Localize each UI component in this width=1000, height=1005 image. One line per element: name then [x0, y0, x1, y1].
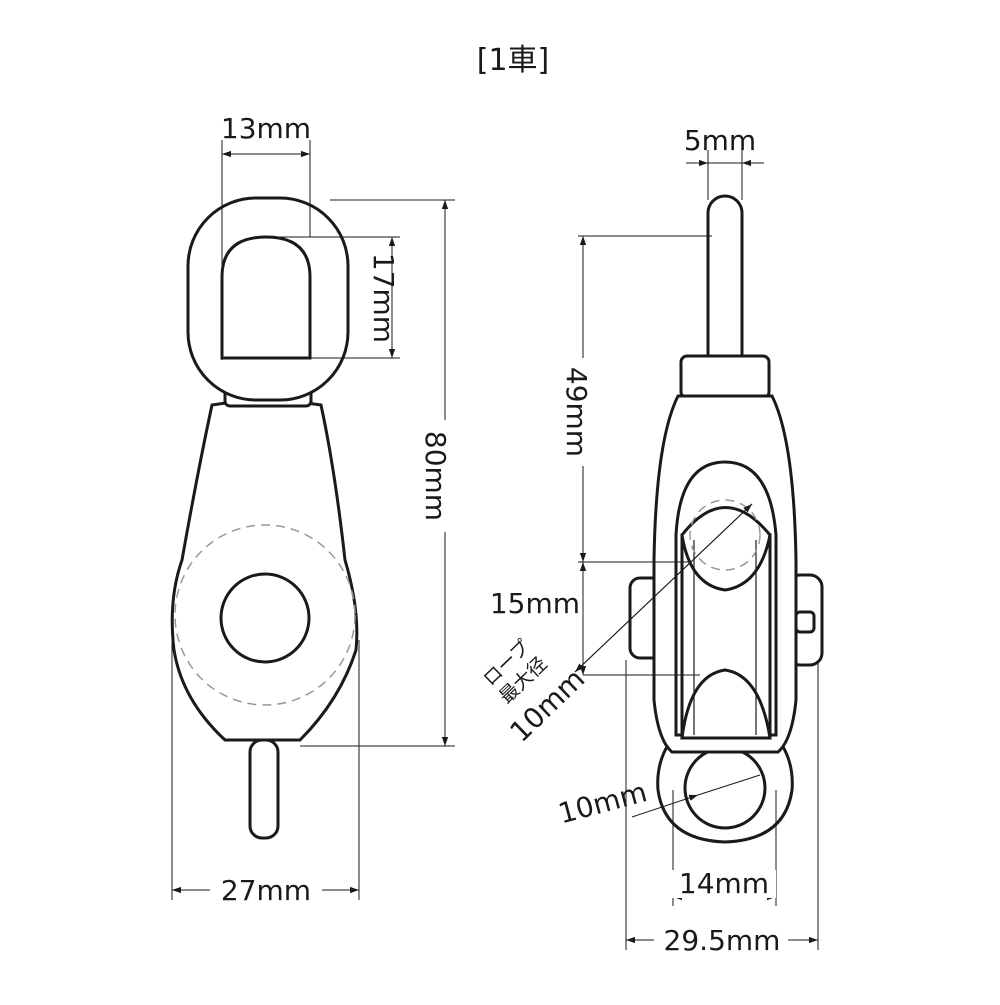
label-total-length: 80mm	[419, 431, 452, 521]
label-body-width: 27mm	[221, 874, 311, 907]
label-total-width: 29.5mm	[664, 924, 781, 957]
front-body-plate	[170, 399, 359, 742]
front-sheave-outline	[174, 524, 356, 706]
front-axle	[219, 572, 311, 664]
side-set-screw	[794, 610, 816, 634]
label-bottom-eye-diameter: 10mm	[555, 775, 651, 830]
diagram-title: [1車]	[477, 43, 550, 78]
side-rope-outline	[689, 499, 761, 571]
side-swivel-nut	[679, 354, 771, 400]
label-eye-width: 13mm	[221, 112, 311, 145]
front-view	[170, 196, 359, 840]
side-bottom-eye-hole	[683, 746, 767, 830]
label-eye-height: 17mm	[367, 253, 400, 343]
label-bottom-eye-width: 14mm	[679, 867, 769, 900]
side-dimensions: 5mm 49mm 15mm ロープ 最大径 10mm 10mm 14mm	[479, 124, 819, 957]
front-bottom-pin	[248, 738, 280, 840]
front-dimensions: 13mm 17mm 80mm 27mm	[171, 112, 460, 907]
dim-bottom-eye-diameter	[631, 794, 699, 818]
label-sheave-groove: 15mm	[490, 587, 580, 620]
label-shackle-diameter: 5mm	[684, 124, 756, 157]
side-view	[628, 194, 824, 844]
front-eye-inner	[220, 235, 312, 360]
label-shackle-length: 49mm	[560, 367, 593, 457]
side-sheave-groove-bottom	[680, 668, 772, 740]
side-sheave-groove-top	[680, 506, 772, 592]
